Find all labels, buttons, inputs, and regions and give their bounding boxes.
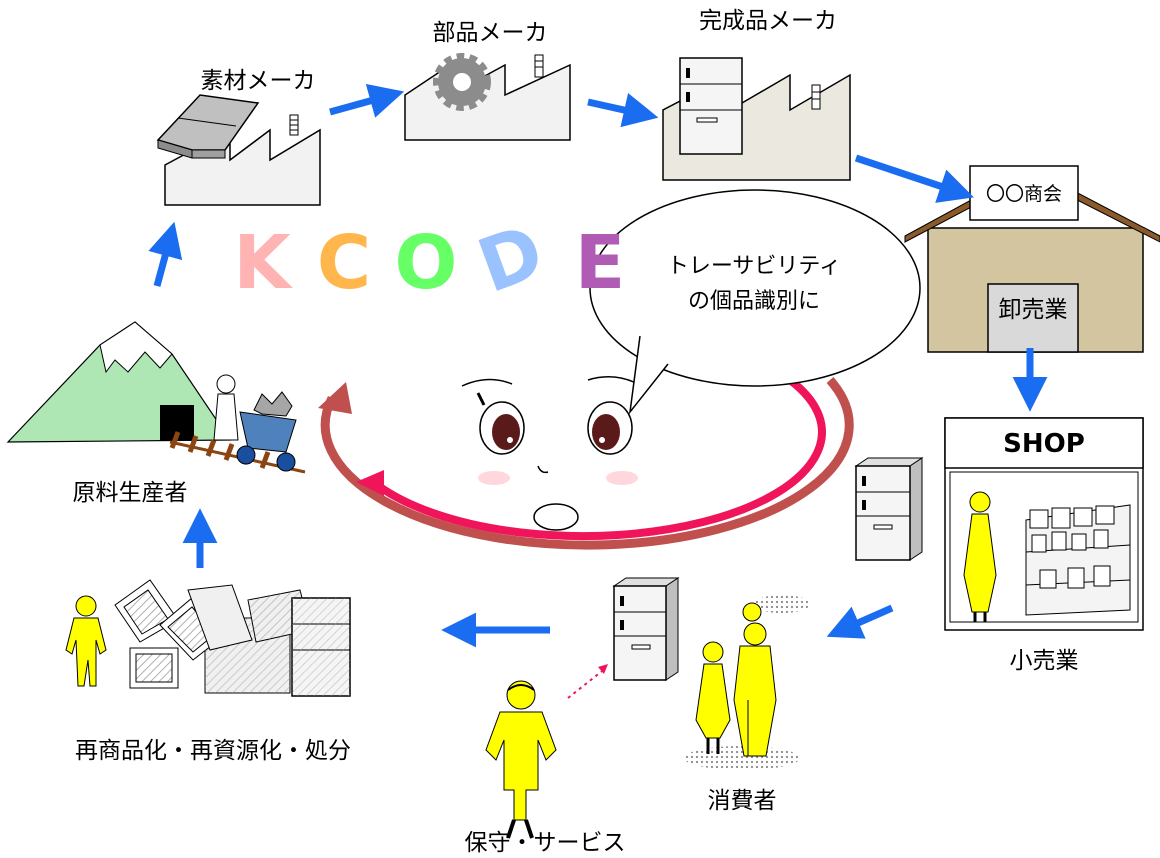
consumer-family-figures [684, 595, 810, 770]
service-label: 保守・サービス [465, 830, 626, 856]
cycle-rings [318, 376, 854, 550]
bubble-line-1: トレーサビリティ [667, 254, 841, 279]
material-maker-factory [156, 94, 321, 206]
shop-clerk-figure [963, 491, 997, 622]
finished-maker-factory [662, 57, 851, 181]
arrow-finished-to-wholesale [854, 154, 974, 203]
service-dotted-arrowhead [598, 664, 608, 674]
retail-label: 小売業 [1010, 648, 1079, 674]
recycle-label: 再商品化・再資源化・処分 [75, 738, 351, 764]
arrow-parts-to-finished [587, 92, 659, 128]
logo-letter-o: O [395, 220, 458, 306]
flow-arrows [148, 83, 1048, 648]
wholesale-label: 卸売業 [999, 297, 1068, 323]
logo-letter-e: E [575, 220, 626, 306]
bubble-line-2: の個品識別に [688, 289, 820, 314]
service-person-figure [485, 680, 557, 839]
arrow-raw-to-material [148, 221, 183, 287]
shop-sign: SHOP [1003, 429, 1085, 459]
shop-shelf [1025, 504, 1131, 616]
wholesale-warehouse [904, 165, 1160, 353]
character-face [461, 376, 639, 531]
recycling-pile [114, 579, 351, 697]
kcode-logo: K C O D E [233, 208, 625, 310]
arrow-retail-to-consumer [826, 604, 894, 639]
refrigerator-service [612, 577, 680, 681]
consumer-label: 消費者 [708, 788, 777, 814]
refrigerator-retail [854, 457, 924, 561]
raw-producer-label: 原料生産者 [73, 480, 188, 506]
logo-letter-c: C [317, 220, 371, 306]
speech-bubble [589, 189, 921, 415]
arrow-material-to-parts [329, 83, 405, 118]
outer-cycle-ring [320, 377, 854, 550]
inner-cycle-ring [373, 376, 826, 541]
logo-letter-d: D [467, 208, 554, 310]
parts-maker-factory [404, 53, 571, 141]
material-maker-label: 素材メーカ [201, 68, 316, 94]
retail-shop [944, 417, 1144, 631]
trading-company-sign: 〇〇商会 [986, 183, 1062, 205]
finished-maker-label: 完成品メーカ [699, 8, 837, 34]
recycling-worker-figure [65, 595, 107, 687]
mine-mountain-scene [6, 321, 306, 474]
service-dotted-arrow [567, 667, 607, 699]
parts-maker-label: 部品メーカ [433, 20, 548, 46]
logo-letter-k: K [233, 220, 293, 306]
